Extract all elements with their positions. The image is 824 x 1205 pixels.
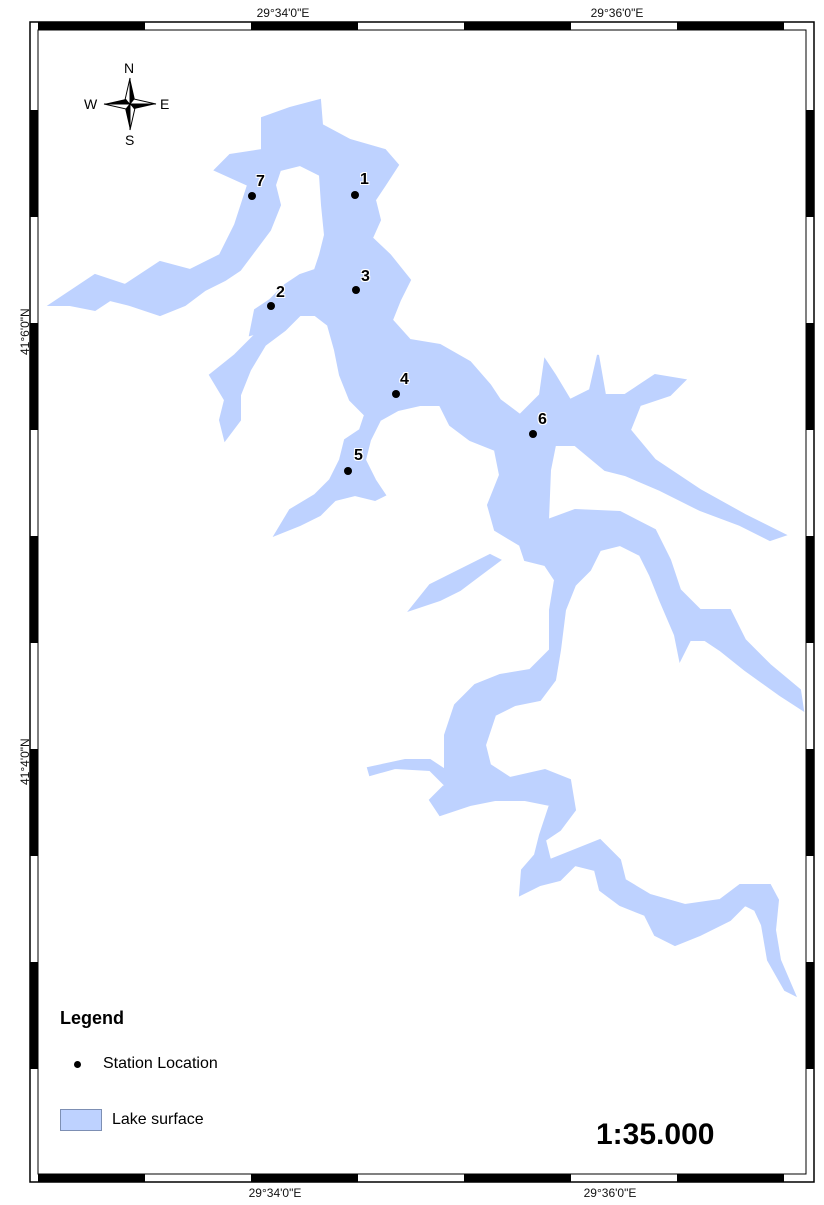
coord-left-lower: 41°4'0"N <box>18 738 32 785</box>
legend-station-label: Station Location <box>103 1055 218 1072</box>
legend-lake-label: Lake surface <box>112 1111 204 1128</box>
compass-s: S <box>125 132 135 148</box>
station-point-7 <box>248 192 256 200</box>
lake-swatch-icon <box>60 1109 102 1131</box>
lake-surface <box>46 98 805 998</box>
legend-title: Legend <box>60 1008 125 1028</box>
legend-station-row: Station Location <box>60 1055 218 1073</box>
compass-n: N <box>124 60 135 76</box>
station-points <box>248 191 537 475</box>
coord-left-upper: 41°6'0"N <box>18 308 32 355</box>
frame-ticks-horizontal <box>38 22 784 1182</box>
coord-top-left: 29°34'0"E <box>256 6 310 20</box>
station-dot-icon <box>74 1060 81 1068</box>
station-label-7: 7 <box>256 173 265 190</box>
map-scale: 1:35.000 <box>596 1118 715 1151</box>
station-point-1 <box>351 191 359 199</box>
station-label-6: 6 <box>538 411 547 428</box>
station-point-3 <box>352 286 360 294</box>
station-label-2: 2 <box>276 284 285 301</box>
station-label-1: 1 <box>360 171 369 188</box>
station-label-3: 3 <box>361 268 370 285</box>
station-point-5 <box>344 467 352 475</box>
station-label-5: 5 <box>354 447 363 464</box>
coord-top-right: 29°36'0"E <box>590 6 644 20</box>
station-point-2 <box>267 302 275 310</box>
frame-ticks-vertical <box>30 110 814 1069</box>
coord-bottom-left: 29°34'0"E <box>248 1186 302 1200</box>
station-point-6 <box>529 430 537 438</box>
station-label-4: 4 <box>400 371 409 388</box>
compass-w: W <box>84 96 98 112</box>
legend-lake-row: Lake surface <box>60 1109 204 1131</box>
compass-e: E <box>160 96 170 112</box>
compass-rose-icon <box>103 77 157 131</box>
station-point-4 <box>392 390 400 398</box>
north-arrow: N S E W <box>80 60 180 150</box>
coord-bottom-right: 29°36'0"E <box>583 1186 637 1200</box>
